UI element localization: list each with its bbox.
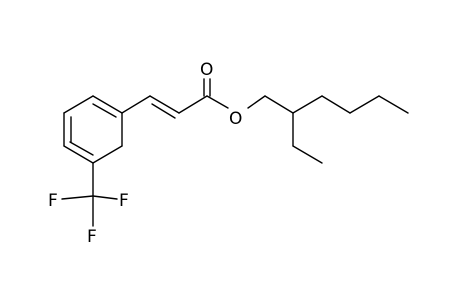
ethyl-branch-bond xyxy=(292,145,323,164)
alkyl-bond xyxy=(264,95,294,114)
acrylate-chain: O O xyxy=(121,60,242,129)
vinyl-double-bond xyxy=(149,95,180,114)
ring-double-bond xyxy=(69,141,94,156)
ring-bond xyxy=(63,95,94,114)
ring-bond xyxy=(92,145,123,164)
alkyl-bond xyxy=(292,95,323,114)
alkyl-bond xyxy=(321,95,351,114)
ester-oxygen-label: O xyxy=(229,109,242,129)
alkyl-bond xyxy=(378,95,409,114)
benzene-ring xyxy=(63,95,123,164)
c-f-bond xyxy=(61,195,94,200)
fluorine-label-left: F xyxy=(48,191,58,211)
ring-bond xyxy=(92,95,123,114)
carbonyl-to-ester-oxygen-bond xyxy=(206,95,229,109)
ester-oxygen-to-ch2-bond xyxy=(247,95,266,109)
vinyl-double-bond-inner xyxy=(151,103,176,119)
vinyl-to-carbonyl-bond xyxy=(178,95,208,114)
trifluoromethyl-group: F F F xyxy=(48,162,129,247)
ring-to-vinyl-bond xyxy=(121,95,151,114)
fluorine-label-bottom: F xyxy=(87,227,97,247)
fluorine-label-right: F xyxy=(119,191,129,211)
ring-bond xyxy=(63,145,94,164)
ring-double-bond xyxy=(92,103,117,118)
alkyl-bond xyxy=(349,95,380,114)
ethylhexyl-chain xyxy=(247,95,409,164)
carbonyl-oxygen-label: O xyxy=(200,60,213,80)
c-f-bond xyxy=(92,195,118,200)
